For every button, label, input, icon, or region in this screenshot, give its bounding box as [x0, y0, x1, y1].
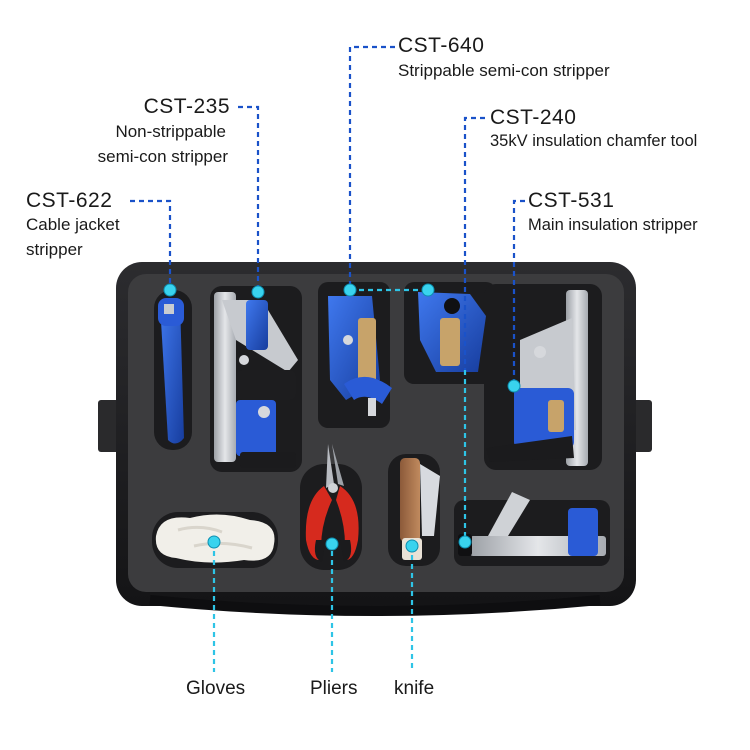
cst531-desc: Main insulation stripper — [528, 216, 698, 234]
cst235-leader — [238, 105, 260, 290]
callout-dots — [163, 283, 521, 553]
knife-label: knife — [394, 678, 435, 699]
cst640-code: CST-640 — [398, 34, 485, 57]
cst240-leader — [463, 116, 485, 370]
pliers — [305, 444, 359, 562]
cst622-desc-line2: stripper — [26, 240, 83, 259]
callout-lines-upper — [130, 45, 525, 384]
cst235-code: CST-235 — [143, 95, 230, 118]
cst640-desc: Strippable semi-con stripper — [398, 61, 610, 80]
cst622-code: CST-622 — [26, 189, 113, 212]
cst235-dot — [251, 285, 265, 299]
pliers-dot — [325, 537, 339, 551]
cst622-dot — [163, 283, 177, 297]
case-bottom-lip — [149, 595, 601, 616]
cst235-desc-line2: semi-con stripper — [97, 147, 228, 166]
gloves-label: Gloves — [186, 678, 246, 699]
cst235-tool — [214, 292, 298, 468]
cst640-dot-2 — [421, 283, 435, 297]
cst622-tool — [158, 298, 184, 444]
cst622-leader — [130, 199, 172, 288]
cst531-dot — [507, 379, 521, 393]
gloves-dot — [207, 535, 221, 549]
callout-lines-lower — [212, 288, 467, 672]
cst640-leader — [348, 45, 395, 290]
cst531-tool — [486, 290, 588, 466]
cst531-code: CST-531 — [528, 189, 615, 212]
cst531-leader — [512, 199, 525, 384]
cst240-body — [418, 292, 486, 372]
knife-dot — [405, 539, 419, 553]
cst622-desc-line1: Cable jacket — [26, 215, 120, 234]
cst640-dot — [343, 283, 357, 297]
cst240-code: CST-240 — [490, 106, 577, 129]
pliers-label: Pliers — [310, 678, 358, 699]
cst240-dot — [458, 535, 472, 549]
cst235-desc-line1: Non-strippable — [115, 122, 226, 141]
cst640-tool — [328, 296, 392, 416]
cst240-desc: 35kV insulation chamfer tool — [490, 132, 698, 150]
